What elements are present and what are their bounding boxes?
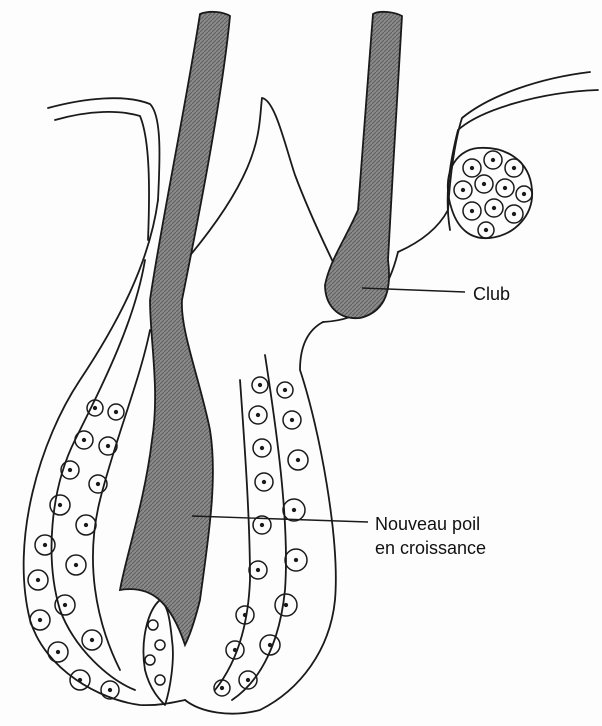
- skin-inner-line: [55, 112, 149, 240]
- cell: [155, 640, 165, 650]
- club-label-text: Club: [473, 282, 510, 306]
- new-hair-label-line2: en croissance: [375, 536, 486, 560]
- cell: [148, 620, 158, 630]
- epidermis-peak: [262, 98, 333, 262]
- club-label: Club: [473, 282, 510, 306]
- new-hair-label-line1: Nouveau poil: [375, 512, 486, 536]
- dermal-papilla: [143, 600, 172, 705]
- skin-surface-right: [398, 72, 590, 252]
- club-hair: [325, 12, 402, 318]
- new-hair-label: Nouveau poil en croissance: [375, 512, 486, 560]
- new-growing-hair: [120, 12, 230, 645]
- cell: [155, 675, 165, 685]
- inner-sheath-right: [215, 380, 250, 690]
- new-hair-leader-line: [192, 516, 368, 522]
- skin-surface-line: [48, 98, 160, 200]
- cell: [145, 655, 155, 665]
